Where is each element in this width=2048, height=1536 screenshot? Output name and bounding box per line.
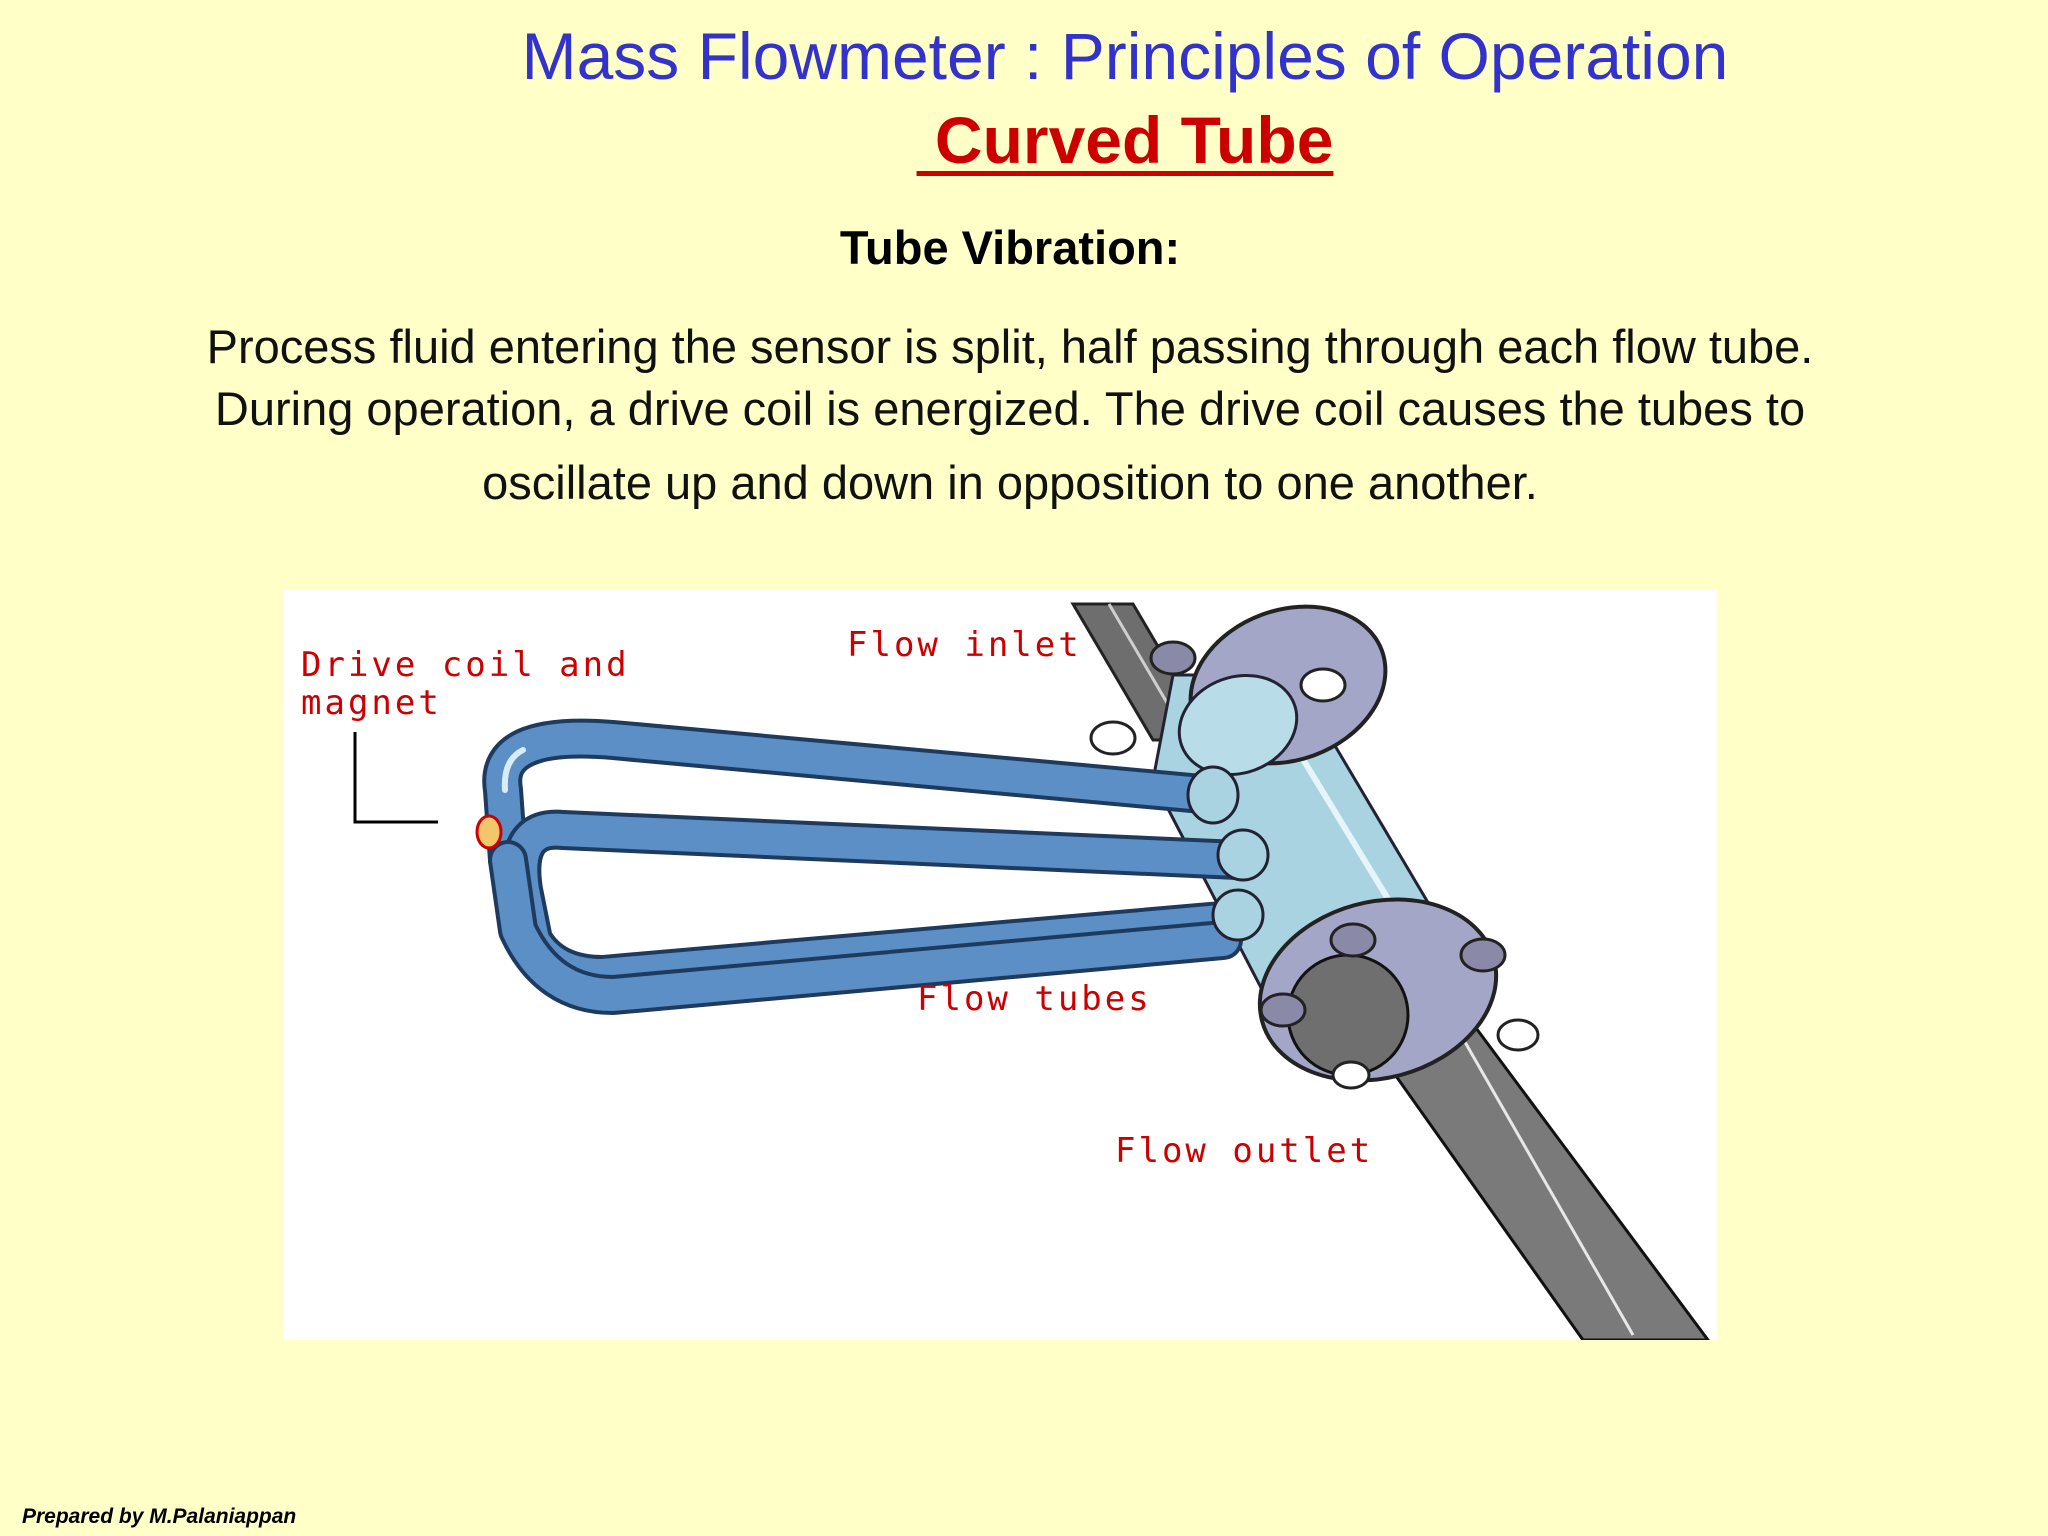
footer-credit: Prepared by M.Palaniappan bbox=[22, 1505, 297, 1528]
label-flow-outlet: Flow outlet bbox=[1115, 1131, 1374, 1171]
body-line-3: oscillate up and down in opposition to o… bbox=[482, 456, 1538, 509]
label-drive-coil-line2: magnet bbox=[301, 683, 442, 723]
drive-coil-magnet bbox=[353, 732, 503, 850]
label-drive-coil-line1: Drive coil and bbox=[301, 645, 630, 685]
label-flow-inlet: Flow inlet bbox=[847, 625, 1082, 665]
slide-subtitle: Curved Tube bbox=[916, 103, 1334, 177]
flow-tubes bbox=[482, 718, 1258, 1015]
body-line-1: Process fluid entering the sensor is spl… bbox=[206, 320, 1814, 373]
body-paragraph: Process fluid entering the sensor is spl… bbox=[90, 316, 1930, 514]
slide-title: Mass Flowmeter : Principles of Operation bbox=[521, 19, 1729, 93]
flowmeter-illustration bbox=[353, 602, 1710, 1340]
inlet-flange bbox=[1089, 604, 1388, 777]
tube-ports bbox=[1186, 765, 1270, 942]
body-line-2: During operation, a drive coil is energi… bbox=[214, 382, 1806, 435]
outlet-flange bbox=[1257, 897, 1540, 1090]
flowmeter-diagram: Drive coil and magnet Flow inlet Flow tu… bbox=[283, 590, 1717, 1340]
label-flow-tubes: Flow tubes bbox=[917, 979, 1152, 1019]
section-heading: Tube Vibration: bbox=[839, 221, 1181, 274]
